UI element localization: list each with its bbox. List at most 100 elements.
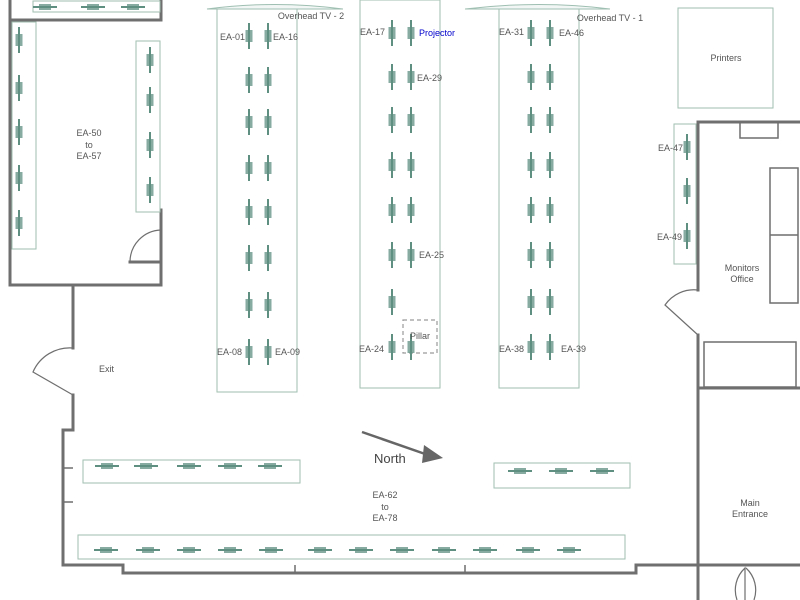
- printers-room: [677, 7, 774, 109]
- monitor-icon: [245, 67, 253, 93]
- monitor-icon: [218, 463, 242, 469]
- monitor-icon: [388, 152, 396, 178]
- ea47-label: EA-47: [658, 143, 684, 153]
- monitor-icon: [407, 152, 415, 178]
- ea50-range-label-3: EA-57: [76, 151, 102, 161]
- monitor-icon: [264, 199, 272, 225]
- ea25-label: EA-25: [419, 250, 445, 260]
- monitor-icon: [146, 47, 154, 73]
- monitor-icon: [527, 107, 535, 133]
- monitor-icon: [527, 20, 535, 46]
- monitor-icon: [527, 64, 535, 90]
- ea38-label: EA-38: [499, 344, 525, 354]
- pillar-label: Pillar: [410, 331, 431, 341]
- overhead-tv-2: [206, 4, 344, 10]
- monitor-icon: [121, 4, 145, 10]
- monitor-icon: [390, 547, 414, 553]
- ea17-label: EA-17: [360, 27, 386, 37]
- main-entrance-label-2: Entrance: [731, 509, 769, 519]
- monitor-icon: [546, 107, 554, 133]
- cluster-ea50-right: [135, 40, 161, 213]
- monitor-icon: [546, 64, 554, 90]
- monitor-icon: [388, 64, 396, 90]
- cluster-ea50-left: [11, 21, 37, 250]
- monitor-icon: [33, 4, 57, 10]
- monitor-icon: [15, 27, 23, 53]
- monitor-icon: [245, 23, 253, 49]
- monitor-icon: [264, 155, 272, 181]
- monitor-icon: [407, 20, 415, 46]
- entrance-door-left: [734, 566, 746, 600]
- monitor-icon: [15, 210, 23, 236]
- monitor-icon: [136, 547, 160, 553]
- monitor-icon: [407, 334, 415, 360]
- monitor-icon: [245, 245, 253, 271]
- monitor-icon: [349, 547, 373, 553]
- monitor-icon: [546, 197, 554, 223]
- entrance-wall: [696, 563, 800, 600]
- monitor-icon: [146, 87, 154, 113]
- monitor-icon: [245, 155, 253, 181]
- office-shelf: [739, 122, 798, 236]
- ea49-label: EA-49: [657, 232, 683, 242]
- north-arrow: [361, 430, 443, 463]
- monitor-icon: [388, 242, 396, 268]
- monitor-icon: [388, 334, 396, 360]
- monitors-office-label-1: Monitors: [724, 263, 760, 273]
- exit-door: [32, 347, 74, 396]
- ea50-range-label-1: EA-50: [76, 128, 102, 138]
- cluster-ea17-ea29: [359, 0, 441, 389]
- cluster-ea31-ea46: [498, 7, 580, 389]
- monitor-icon: [683, 178, 691, 204]
- west-wall: [61, 283, 700, 575]
- monitor-icon: [388, 289, 396, 315]
- monitor-icon: [527, 289, 535, 315]
- monitor-stations: [15, 4, 691, 553]
- ea16-label: EA-16: [273, 32, 299, 42]
- monitor-icon: [177, 463, 201, 469]
- ea09-label: EA-09: [275, 347, 301, 357]
- monitor-icon: [407, 242, 415, 268]
- exit-label: Exit: [99, 364, 115, 374]
- monitor-icon: [245, 339, 253, 365]
- ea29-label: EA-29: [417, 73, 443, 83]
- north-label: North: [374, 451, 406, 466]
- monitor-icon: [15, 165, 23, 191]
- ea01-label: EA-01: [220, 32, 246, 42]
- left-room-wall: [8, 0, 163, 287]
- monitor-icon: [388, 197, 396, 223]
- monitor-icon: [177, 547, 201, 553]
- monitor-icon: [245, 199, 253, 225]
- overhead-tv-1: [464, 4, 611, 10]
- east-wall: [696, 120, 800, 567]
- monitor-icon: [146, 177, 154, 203]
- overhead-tv-2-label: Overhead TV - 2: [277, 11, 345, 21]
- monitor-icon: [508, 468, 532, 474]
- monitor-icon: [94, 547, 118, 553]
- monitor-icon: [264, 109, 272, 135]
- cluster-ea47-ea49: [673, 123, 697, 265]
- monitor-icon: [15, 75, 23, 101]
- overhead-tv-1-label: Overhead TV - 1: [576, 13, 644, 23]
- cluster-ea62-upper: [82, 459, 301, 484]
- entrance-door-right: [745, 567, 757, 600]
- monitor-icon: [527, 152, 535, 178]
- monitor-icon: [527, 242, 535, 268]
- monitor-icon: [546, 242, 554, 268]
- doors: [32, 229, 757, 600]
- monitor-icon: [527, 197, 535, 223]
- monitor-icon: [546, 20, 554, 46]
- monitor-icon: [683, 223, 691, 249]
- monitor-icon: [264, 339, 272, 365]
- ea08-label: EA-08: [217, 347, 243, 357]
- ea31-label: EA-31: [499, 27, 525, 37]
- monitor-icon: [546, 334, 554, 360]
- office-door: [664, 289, 699, 336]
- ea50-range-label-2: to: [85, 140, 93, 150]
- monitor-icon: [557, 547, 581, 553]
- monitor-icon: [432, 547, 456, 553]
- left-room-door: [129, 229, 162, 263]
- monitor-icon: [95, 463, 119, 469]
- monitor-icon: [527, 334, 535, 360]
